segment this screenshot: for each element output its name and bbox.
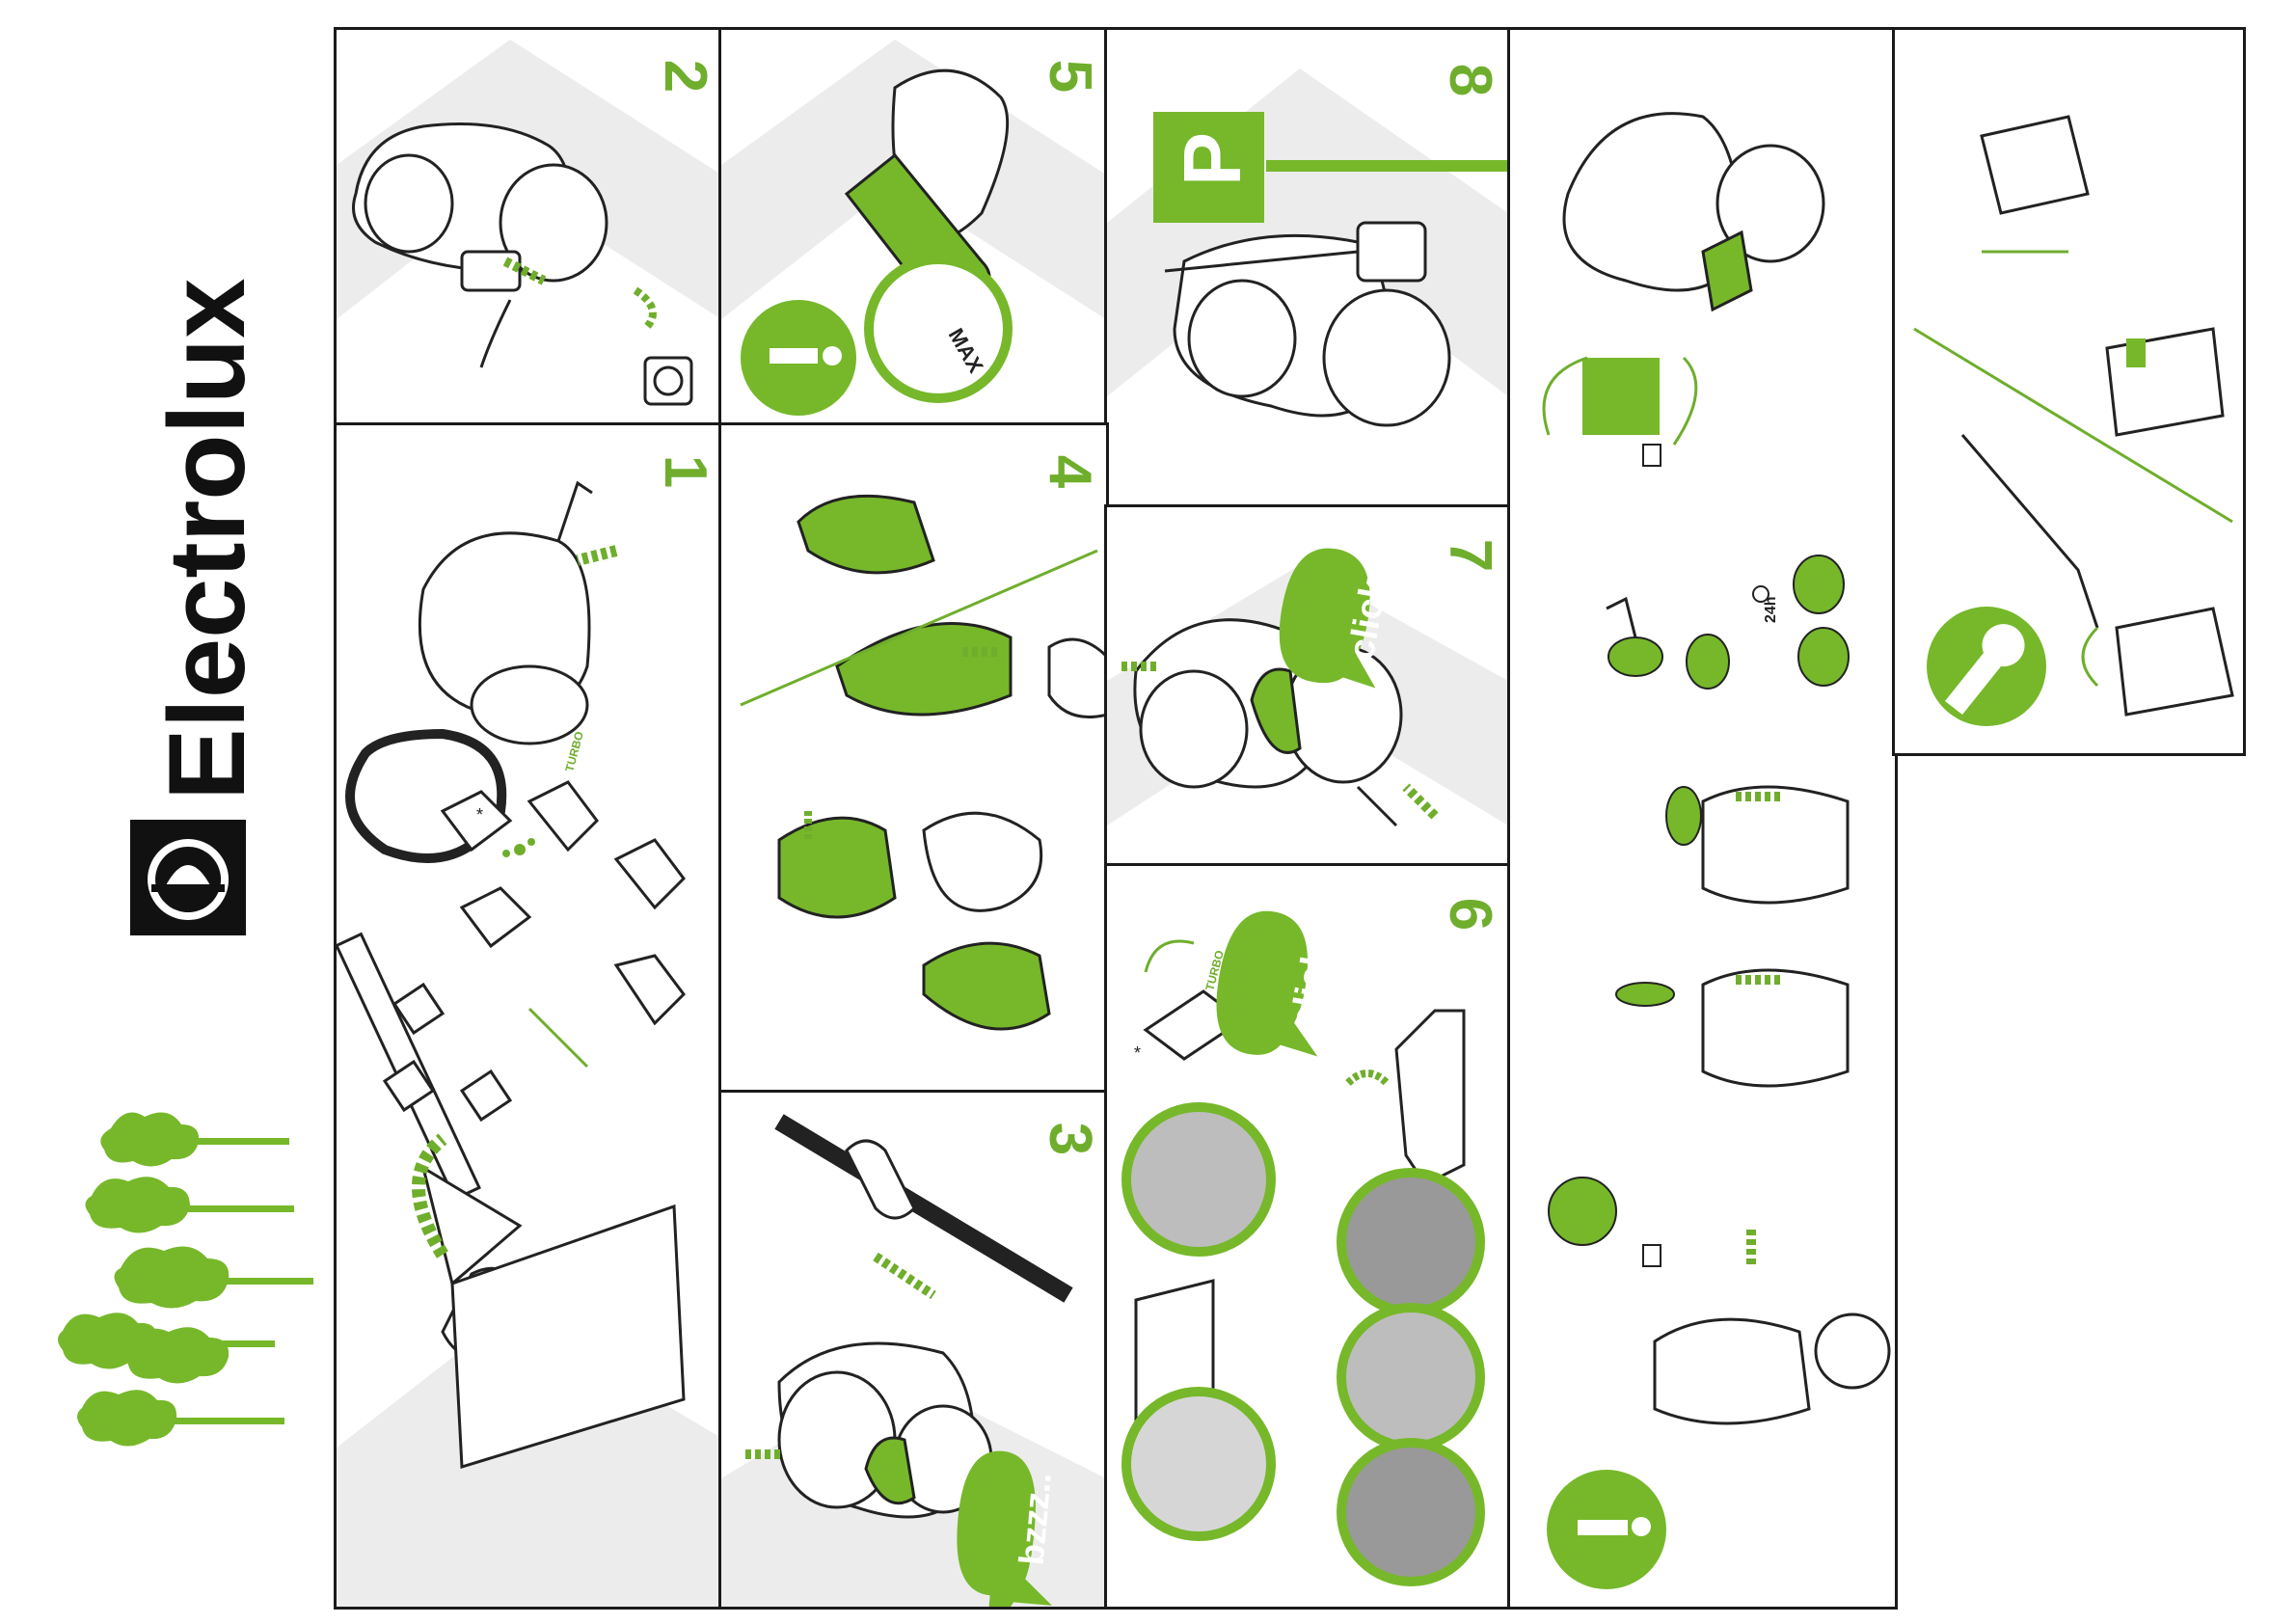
panel-5-art: MAX (721, 40, 1106, 416)
timer-label: 24h (1763, 596, 1779, 623)
step-number: 1 (652, 454, 718, 489)
panel-step-1: TURBO * 1 (334, 422, 724, 1610)
info-icon (741, 300, 856, 416)
brand-wordmark: Electrolux (147, 278, 256, 800)
step-number: 2 (652, 59, 718, 94)
info-icon (1547, 1470, 1666, 1589)
panel-2-art (337, 40, 721, 406)
plug-socket-icon (643, 356, 693, 406)
panel-step-7: click 7 (1104, 504, 1511, 869)
panel-9-art: 24h (1542, 112, 1891, 1589)
panel-step-3: bzzz.. 3 (718, 1090, 1109, 1610)
step-number: 7 (1437, 538, 1503, 573)
step-number: 5 (1037, 59, 1103, 94)
panel-1-art: TURBO * (337, 480, 721, 1607)
asterisk-note: * (476, 805, 483, 825)
panel-10-art (1913, 115, 2234, 726)
panel-step-4: 4 (718, 422, 1109, 1096)
step-number: 6 (1437, 897, 1503, 932)
panel-7-art: click (1107, 548, 1508, 827)
dishwasher-icon (1642, 444, 1661, 1267)
panel-6-art: TURBO * click (1121, 910, 1485, 1586)
panel-4-art (740, 494, 1106, 1031)
panel-step-6: TURBO * click 6 (1104, 863, 1511, 1610)
panel-8-art: P (1107, 68, 1508, 427)
wrench-icon (1927, 607, 2046, 726)
tree-icon (58, 1112, 313, 1447)
panel-step-8: P 8 (1104, 27, 1511, 510)
brand-column: Electrolux (92, 19, 267, 945)
panel-step-2: 2 (334, 27, 724, 428)
panel-filter-maintenance: 24h (1507, 27, 1898, 1610)
step-number: 3 (1037, 1122, 1103, 1156)
panel-step-5: MAX 5 (718, 27, 1109, 428)
panel-brush-maintenance (1892, 27, 2246, 756)
asterisk-note: * (1134, 1043, 1141, 1063)
parking-label: P (1167, 132, 1257, 186)
sun-icon (1752, 585, 1769, 603)
panel-3-art: bzzz.. (721, 1114, 1106, 1607)
step-number: 8 (1437, 63, 1503, 97)
bzzz-bubble: bzzz.. (1012, 1471, 1059, 1566)
step-number: 4 (1037, 454, 1103, 489)
electrolux-logo-icon: Electrolux (130, 278, 267, 935)
